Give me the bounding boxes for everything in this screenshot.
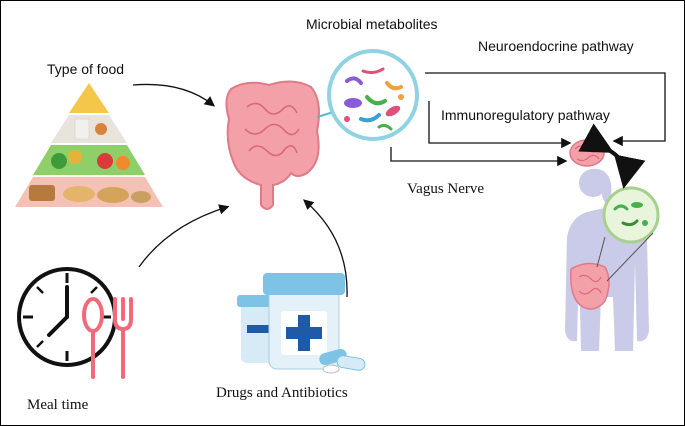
vagus-nerve-label: Vagus Nerve	[407, 181, 485, 197]
microbial-metabolites-label: Microbial metabolites	[306, 16, 438, 32]
brain-icon	[569, 139, 605, 167]
intestine-icon	[225, 80, 320, 210]
fork-spoon-icon	[82, 297, 133, 379]
immunoregulatory-pathway-label: Immunoregulatory pathway	[441, 107, 610, 123]
neuroendocrine-pathway-label: Neuroendocrine pathway	[478, 38, 634, 54]
pills-icon	[319, 348, 366, 374]
gut-microbes-icon	[596, 186, 660, 282]
microbes-icon	[327, 49, 419, 141]
medicine-bottle-icon	[237, 273, 345, 370]
drugs-antibiotics-label: Drugs and Antibiotics	[216, 385, 348, 401]
food-pyramid-icon	[15, 83, 163, 207]
meal-time-label: Meal time	[27, 397, 89, 413]
type-of-food-label: Type of food	[47, 61, 125, 77]
